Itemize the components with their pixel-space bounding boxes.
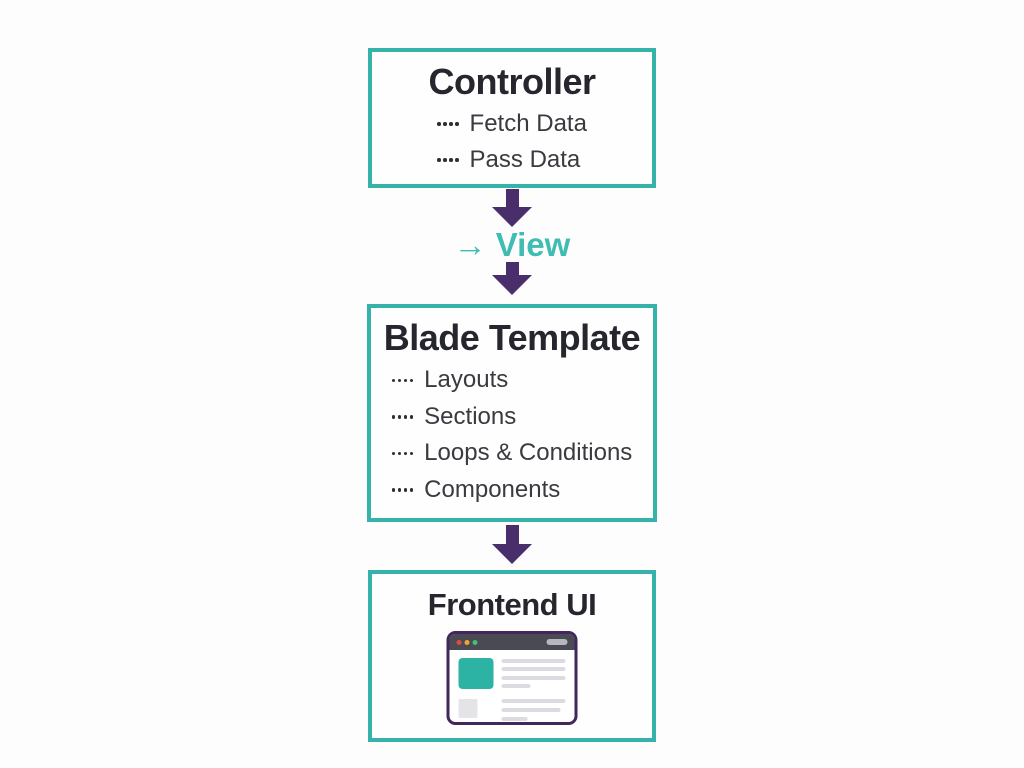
list-item-label: Components (424, 475, 561, 503)
dotted-bullet-icon (437, 158, 459, 162)
list-item: Sections (391, 399, 633, 436)
text-line (501, 699, 566, 703)
arrow-shaft (505, 189, 519, 207)
list-item-label: Loops & Conditions (424, 439, 633, 466)
browser-titlebar (449, 634, 575, 650)
node-controller-title: Controller (428, 61, 596, 102)
content-left-column (458, 658, 494, 689)
text-line (501, 708, 561, 712)
arrow-shaft (505, 525, 519, 544)
right-arrow-icon: → (453, 226, 487, 263)
window-dot-green-icon (472, 639, 478, 645)
list-item-label: Sections (424, 402, 517, 430)
view-edge-label: →View (0, 226, 1024, 264)
text-line (501, 667, 566, 672)
node-controller: Controller Fetch Data Pass Data (368, 48, 656, 188)
node-blade-template: Blade Template Layouts Sections Loops & … (367, 304, 657, 522)
list-item-label: Fetch Data (469, 110, 587, 137)
text-line (501, 675, 566, 680)
text-placeholder-lines (501, 658, 566, 689)
window-control-pill-icon (546, 639, 568, 645)
gray-image-placeholder (458, 699, 478, 718)
node-blade-template-items: Layouts Sections Loops & Conditions Comp… (391, 362, 633, 509)
text-placeholder-lines (501, 698, 566, 722)
node-blade-template-title: Blade Template (383, 317, 641, 358)
arrow-head (492, 275, 532, 295)
window-dot-red-icon (456, 639, 462, 645)
view-edge-label-text: View (495, 226, 571, 263)
list-item: Loops & Conditions (391, 435, 633, 472)
dotted-bullet-icon (391, 451, 414, 455)
text-line (501, 683, 531, 688)
down-arrow-icon (492, 262, 532, 295)
dotted-bullet-icon (437, 122, 459, 126)
dotted-bullet-icon (391, 378, 414, 382)
browser-window-illustration (446, 631, 578, 725)
down-arrow-icon (492, 525, 532, 564)
dotted-bullet-icon (391, 415, 414, 419)
window-dot-orange-icon (464, 639, 470, 645)
teal-image-placeholder (458, 658, 494, 689)
content-left-column (458, 698, 494, 722)
list-item: Pass Data (437, 142, 587, 178)
browser-content-row (458, 698, 566, 722)
node-frontend-ui-title: Frontend UI (427, 587, 597, 622)
browser-content (450, 650, 575, 722)
arrow-head (492, 544, 532, 564)
list-item: Components (391, 472, 633, 509)
node-frontend-ui: Frontend UI (368, 570, 656, 742)
dotted-bullet-icon (391, 488, 414, 492)
browser-content-row (458, 658, 566, 689)
text-line (501, 717, 528, 721)
arrow-head (492, 207, 532, 227)
list-item: Fetch Data (437, 106, 587, 142)
down-arrow-icon (492, 189, 532, 227)
arrow-shaft (505, 262, 519, 275)
list-item: Layouts (391, 362, 633, 399)
node-controller-items: Fetch Data Pass Data (437, 106, 587, 178)
list-item-label: Layouts (424, 366, 509, 393)
list-item-label: Pass Data (469, 146, 581, 173)
text-line (501, 659, 566, 663)
